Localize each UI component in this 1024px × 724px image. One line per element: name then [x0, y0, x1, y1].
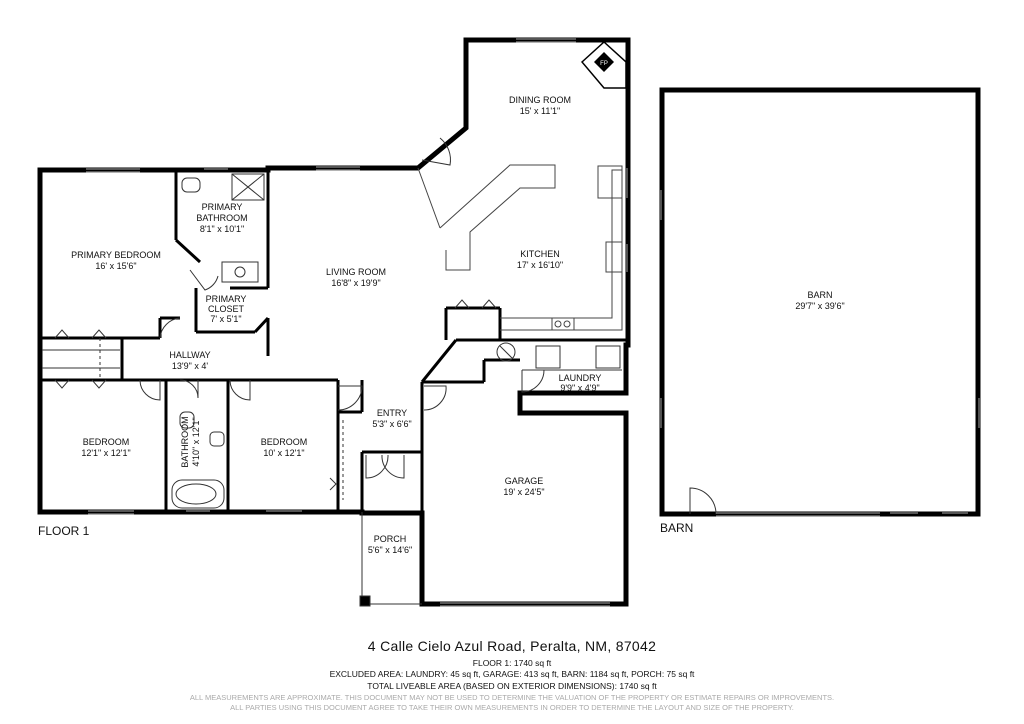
bedroom-2-dim: 10' x 12'1" — [263, 448, 304, 458]
porch-dim: 5'6" x 14'6" — [368, 545, 412, 555]
primary-closet-name-2: CLOSET — [208, 304, 245, 314]
porch-name: PORCH — [374, 534, 407, 544]
dining-room-dim: 15' x 11'1" — [520, 106, 561, 116]
excluded-area-summary: EXCLUDED AREA: LAUNDRY: 45 sq ft, GARAGE… — [329, 669, 695, 679]
entry-name: ENTRY — [377, 408, 407, 418]
windows — [86, 38, 980, 607]
bedroom-1-name: BEDROOM — [83, 437, 130, 447]
garage-name: GARAGE — [505, 476, 544, 486]
disclaimer-line-2: ALL PARTIES USING THIS DOCUMENT AGREE TO… — [230, 703, 794, 712]
primary-bedroom-dim: 16' x 15'6" — [95, 261, 136, 271]
primary-closet-dim: 7' x 5'1" — [210, 314, 241, 324]
total-liveable-area: TOTAL LIVEABLE AREA (BASED ON EXTERIOR D… — [367, 681, 657, 691]
fireplace: FP — [580, 40, 627, 89]
room-labels: DINING ROOM 15' x 11'1" PRIMARY BATHROOM… — [71, 95, 845, 555]
entry-dim: 5'3" x 6'6" — [372, 419, 411, 429]
exterior-walls — [37, 37, 981, 607]
floor-1-label: FLOOR 1 — [38, 524, 90, 538]
laundry-name: LAUNDRY — [559, 373, 602, 383]
kitchen-name: KITCHEN — [520, 249, 560, 259]
kitchen-dim: 17' x 16'10" — [517, 260, 563, 270]
barn-name: BARN — [807, 290, 832, 300]
garage-dim: 19' x 24'5" — [503, 487, 544, 497]
barn-dim: 29'7" x 39'6" — [795, 301, 844, 311]
bathroom-name: BATHROOM — [180, 416, 190, 467]
hallway-dim: 13'9" x 4' — [172, 361, 208, 371]
interior-walls — [40, 170, 628, 604]
fireplace-label: FP — [600, 61, 608, 67]
hallway-name: HALLWAY — [169, 350, 210, 360]
primary-bedroom-name: PRIMARY BEDROOM — [71, 250, 161, 260]
primary-closet-name-1: PRIMARY — [206, 294, 247, 304]
property-address: 4 Calle Cielo Azul Road, Peralta, NM, 87… — [367, 638, 657, 654]
dining-room-name: DINING ROOM — [509, 95, 571, 105]
barn-label: BARN — [660, 521, 693, 535]
bedroom-1-dim: 12'1" x 12'1" — [81, 448, 130, 458]
kitchen-counters — [417, 164, 623, 331]
laundry-dim: 9'9" x 4'9" — [560, 383, 599, 393]
primary-bath-name-2: BATHROOM — [196, 213, 247, 223]
floor-area-summary: FLOOR 1: 1740 sq ft — [472, 658, 552, 668]
primary-bath-name-1: PRIMARY — [202, 202, 243, 212]
living-room-dim: 16'8" x 19'9" — [331, 278, 380, 288]
doors — [54, 137, 717, 515]
floor-plan: FP DINING ROOM 15' x 11'1" PRIMARY BATHR… — [37, 37, 981, 607]
primary-bath-dim: 8'1" x 10'1" — [200, 224, 244, 234]
bathroom-dim: 4'10" x 12'1" — [191, 417, 201, 466]
bedroom-2-name: BEDROOM — [261, 437, 308, 447]
living-room-name: LIVING ROOM — [326, 267, 386, 277]
disclaimer-line-1: ALL MEASUREMENTS ARE APPROXIMATE. THIS D… — [189, 693, 835, 702]
fixtures — [42, 173, 622, 607]
